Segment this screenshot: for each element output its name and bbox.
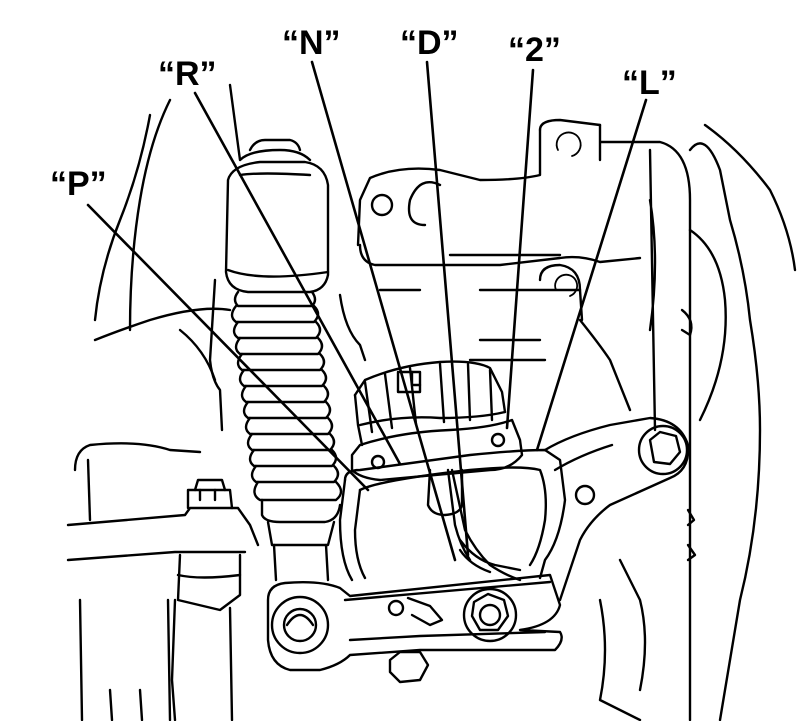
shift-lever [266, 573, 563, 684]
leader-line-p [86, 203, 370, 492]
transmission-case [338, 118, 797, 721]
label-n: “N” [282, 24, 341, 62]
label-r: “R” [158, 55, 217, 93]
label-2: “2” [508, 31, 561, 69]
leader-lines [86, 60, 648, 562]
shift-cable-rod [66, 478, 260, 721]
rubber-boot [224, 160, 343, 582]
leader-line-2 [505, 68, 535, 430]
label-p: “P” [50, 165, 107, 203]
position-labels: “P” “R” “N” “D” “2” “L” [50, 24, 677, 203]
label-l: “L” [622, 64, 677, 102]
leader-line-r [193, 91, 402, 466]
label-d: “D” [400, 24, 459, 62]
leader-line-n [310, 60, 457, 562]
left-housing [73, 83, 312, 721]
leader-line-l [535, 98, 648, 452]
mounting-bracket [543, 416, 690, 602]
leader-line-d [425, 60, 470, 557]
neutral-start-switch [338, 360, 567, 582]
